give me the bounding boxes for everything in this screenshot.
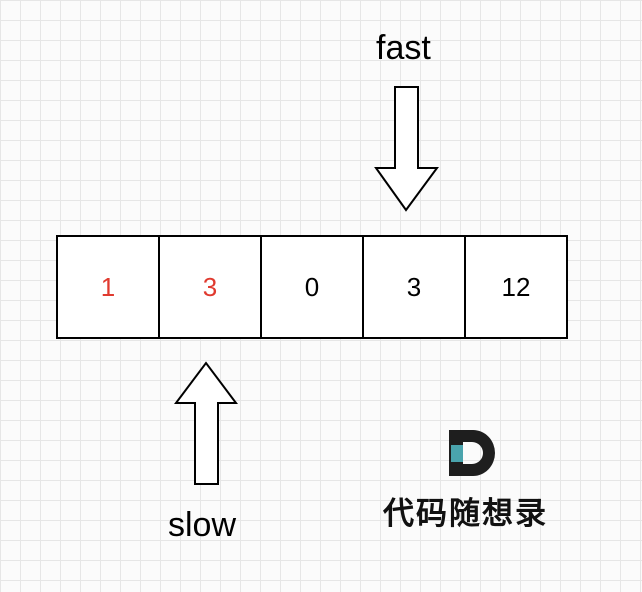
array-cell: 3 bbox=[158, 235, 262, 339]
array-cell: 0 bbox=[260, 235, 364, 339]
array-row: 1 3 0 3 12 bbox=[56, 235, 568, 339]
brand-logo: 代码随想录 bbox=[383, 430, 563, 532]
fast-pointer-label: fast bbox=[376, 29, 431, 67]
fast-arrow-icon bbox=[374, 86, 439, 212]
array-cell: 1 bbox=[56, 235, 160, 339]
array-cell: 3 bbox=[362, 235, 466, 339]
slow-arrow-icon bbox=[174, 361, 238, 485]
slow-pointer-label: slow bbox=[168, 506, 237, 544]
D-logo-icon bbox=[449, 430, 495, 476]
array-cell: 12 bbox=[464, 235, 568, 339]
logo-text: 代码随想录 bbox=[383, 496, 548, 532]
